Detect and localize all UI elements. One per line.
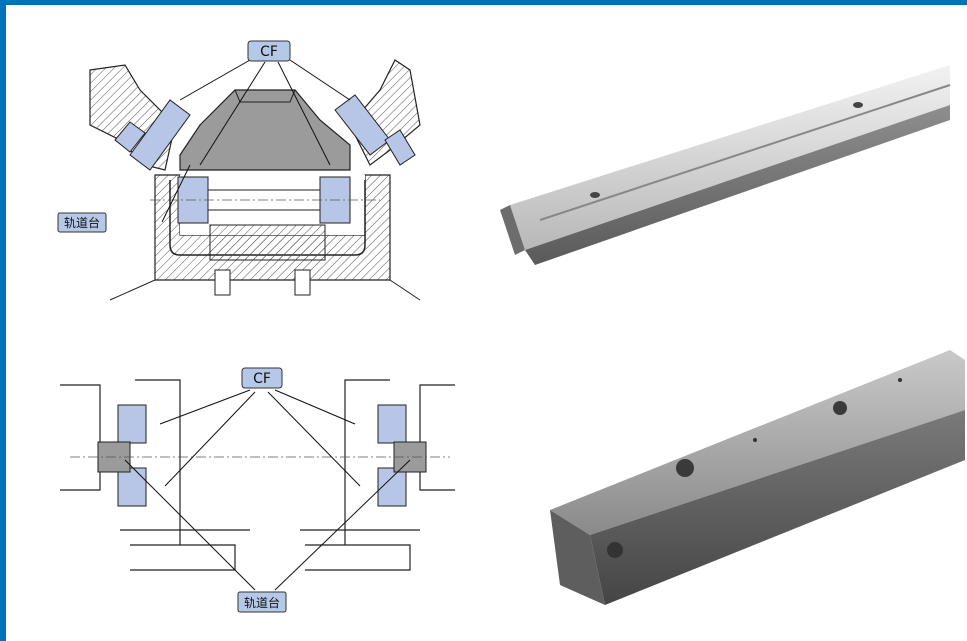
bottom-cross-section-diagram: CF 轨道台 — [50, 360, 470, 620]
top-base-label: 轨道台 — [64, 215, 100, 230]
top-cf-label: CF — [260, 44, 278, 60]
top-cf-callout: CF — [247, 40, 291, 62]
bottom-cf-callout: CF — [241, 367, 283, 389]
bottom-base-callout: 轨道台 — [237, 591, 287, 613]
cam-follower-left-pair — [97, 404, 147, 507]
frame-left-border — [0, 0, 6, 641]
cam-follower-left — [114, 99, 191, 171]
square-rail-photo — [545, 350, 965, 610]
v-guide-rail-photo — [495, 60, 955, 270]
cam-follower-right — [334, 94, 416, 166]
bottom-cf-label: CF — [253, 371, 271, 387]
bottom-base-label: 轨道台 — [244, 595, 280, 610]
top-cross-section-diagram: CF 轨道台 — [50, 30, 450, 310]
cam-follower-right-pair — [377, 404, 427, 507]
top-base-callout: 轨道台 — [57, 212, 107, 233]
frame-top-border — [0, 0, 967, 5]
